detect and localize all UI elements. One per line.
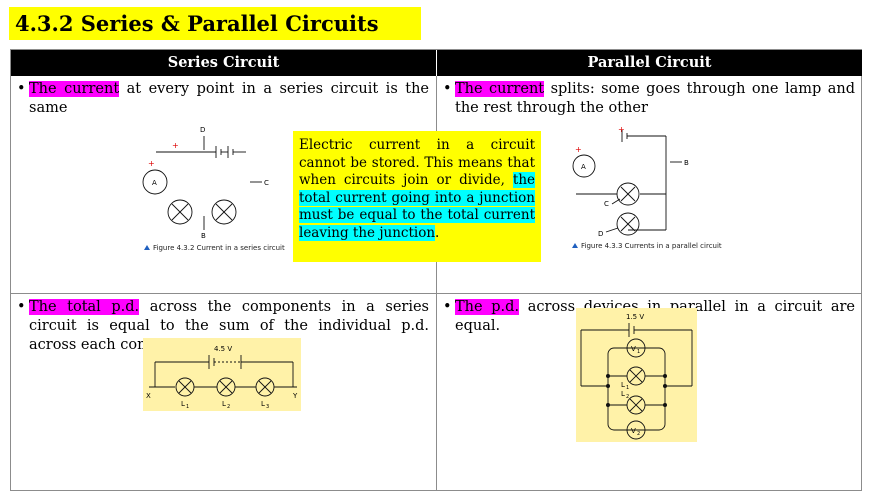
voltage-label: 1.5 V — [626, 313, 644, 321]
parallel-pd-text: •The p.d. across devices in parallel in … — [443, 298, 855, 336]
bullet-dot: • — [443, 299, 452, 315]
lamp-label: L — [621, 381, 625, 389]
parallel-pd-figure: 1.5 V V 1 V 2 L 1 L 2 — [580, 313, 693, 440]
bullet-dot: • — [17, 81, 26, 97]
label-b: B — [201, 232, 206, 240]
lamp-subscript: 3 — [266, 404, 269, 410]
label-y: Y — [292, 392, 298, 400]
lamp-subscript: 1 — [626, 385, 629, 391]
label-b: B — [684, 159, 689, 167]
parallel-current-text: •The current splits: some goes through o… — [443, 80, 855, 118]
lamp-subscript: 2 — [227, 404, 230, 410]
column-divider — [436, 76, 437, 491]
highlight-the-current: The current — [455, 81, 545, 97]
series-current-rest: at every point in a series circuit is th… — [29, 81, 429, 116]
voltmeter-subscript: 2 — [637, 431, 640, 437]
voltmeter-label: V — [631, 345, 636, 353]
label-c: C — [604, 200, 609, 208]
callout-text: Electric current in a circuit cannot be … — [299, 137, 535, 188]
highlight-total-pd: The total p.d. — [29, 299, 140, 315]
parallel-current-rest: splits: some goes through one lamp and t… — [455, 81, 855, 116]
series-pd-figure: 4.5 V X Y L 1 L 2 L 3 — [146, 345, 298, 410]
row-divider — [11, 293, 862, 294]
label-plus: + — [148, 159, 155, 168]
page-title: 4.3.2 Series & Parallel Circuits — [9, 7, 421, 40]
label-d: D — [598, 230, 603, 238]
callout-end: . — [435, 224, 440, 241]
caption-triangle-icon — [144, 245, 150, 250]
voltmeter-subscript: 1 — [637, 349, 640, 355]
bullet-dot: • — [17, 299, 26, 315]
label-plus: + — [618, 125, 625, 134]
figure-caption: Figure 4.3.2 Current in a series circuit — [153, 244, 285, 252]
lamp-label: L — [222, 400, 226, 408]
label-plus: + — [575, 145, 582, 154]
header-parallel-circuit: Parallel Circuit — [437, 50, 862, 76]
lamp-label: L — [621, 390, 625, 398]
series-current-figure: D A C B + + Figure 4.3.2 Current in a se… — [142, 126, 285, 252]
label-a: A — [152, 179, 157, 187]
highlight-pd: The p.d. — [455, 299, 520, 315]
series-current-text: •The current at every point in a series … — [17, 80, 429, 118]
caption-triangle-icon — [572, 243, 578, 248]
series-pd-figure-panel — [143, 338, 301, 411]
junction-callout: Electric current in a circuit cannot be … — [293, 131, 541, 262]
label-plus: + — [172, 141, 179, 150]
header-series-circuit: Series Circuit — [11, 50, 436, 76]
highlight-the-current: The current — [29, 81, 120, 97]
lamp-label: L — [181, 400, 185, 408]
lamp-subscript: 1 — [186, 404, 189, 410]
lamp-subscript: 2 — [626, 394, 629, 400]
parallel-current-figure: A B C D + + Figure 4.3.3 Currents in a p… — [572, 125, 722, 250]
comparison-table: Series Circuit Parallel Circuit — [10, 49, 862, 491]
voltage-label: 4.5 V — [214, 345, 232, 353]
figure-caption: Figure 4.3.3 Currents in a parallel circ… — [581, 242, 722, 250]
lamp-label: L — [261, 400, 265, 408]
voltmeter-label: V — [631, 427, 636, 435]
label-d: D — [200, 126, 205, 134]
label-x: X — [146, 392, 151, 400]
label-a: A — [581, 163, 586, 171]
bullet-dot: • — [443, 81, 452, 97]
label-c: C — [264, 179, 269, 187]
